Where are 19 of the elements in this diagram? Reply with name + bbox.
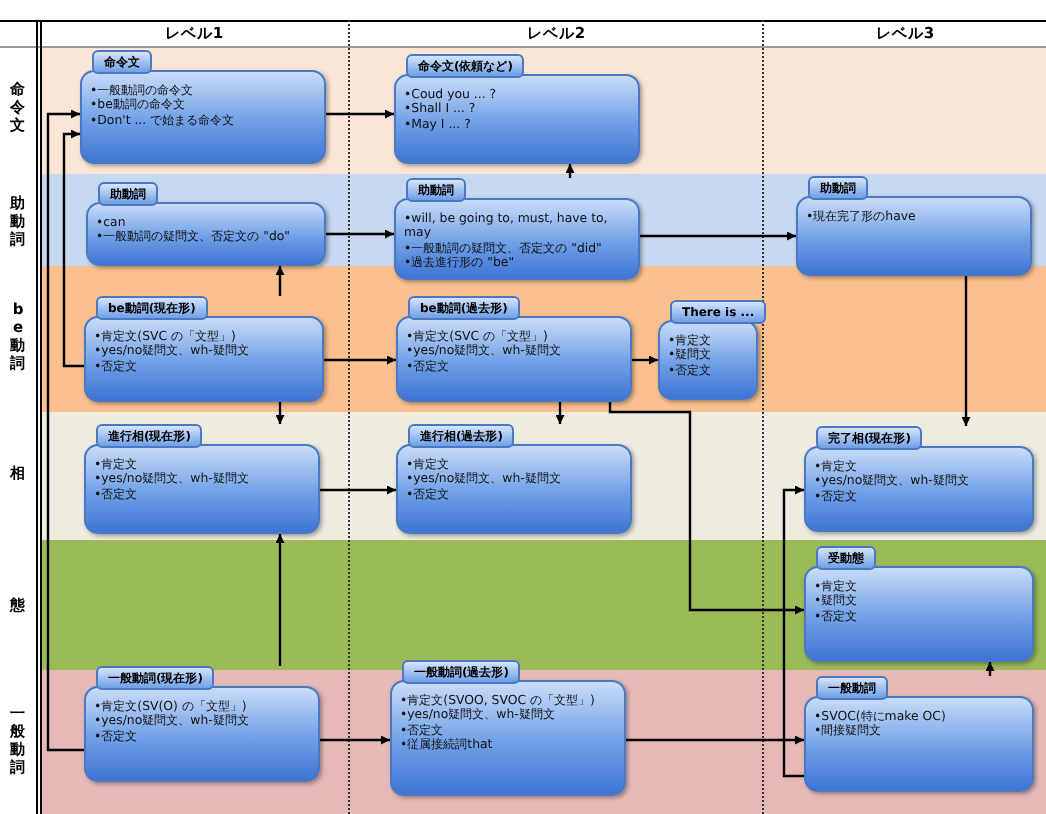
- arrow: [782, 485, 804, 778]
- arrow: [608, 402, 804, 615]
- arrow: [324, 355, 396, 365]
- arrow: [961, 276, 971, 426]
- arrow: [632, 355, 658, 365]
- arrow: [626, 735, 804, 745]
- arrow: [326, 229, 394, 239]
- arrow: [565, 164, 575, 178]
- arrow: [640, 231, 796, 241]
- arrow: [275, 402, 285, 424]
- arrow: [275, 534, 285, 666]
- arrow: [46, 109, 84, 752]
- arrow: [62, 129, 84, 368]
- arrow: [320, 735, 390, 745]
- arrow: [985, 662, 995, 676]
- arrow: [326, 109, 394, 119]
- arrow: [555, 402, 565, 424]
- arrow: [275, 266, 285, 296]
- arrow: [320, 485, 396, 495]
